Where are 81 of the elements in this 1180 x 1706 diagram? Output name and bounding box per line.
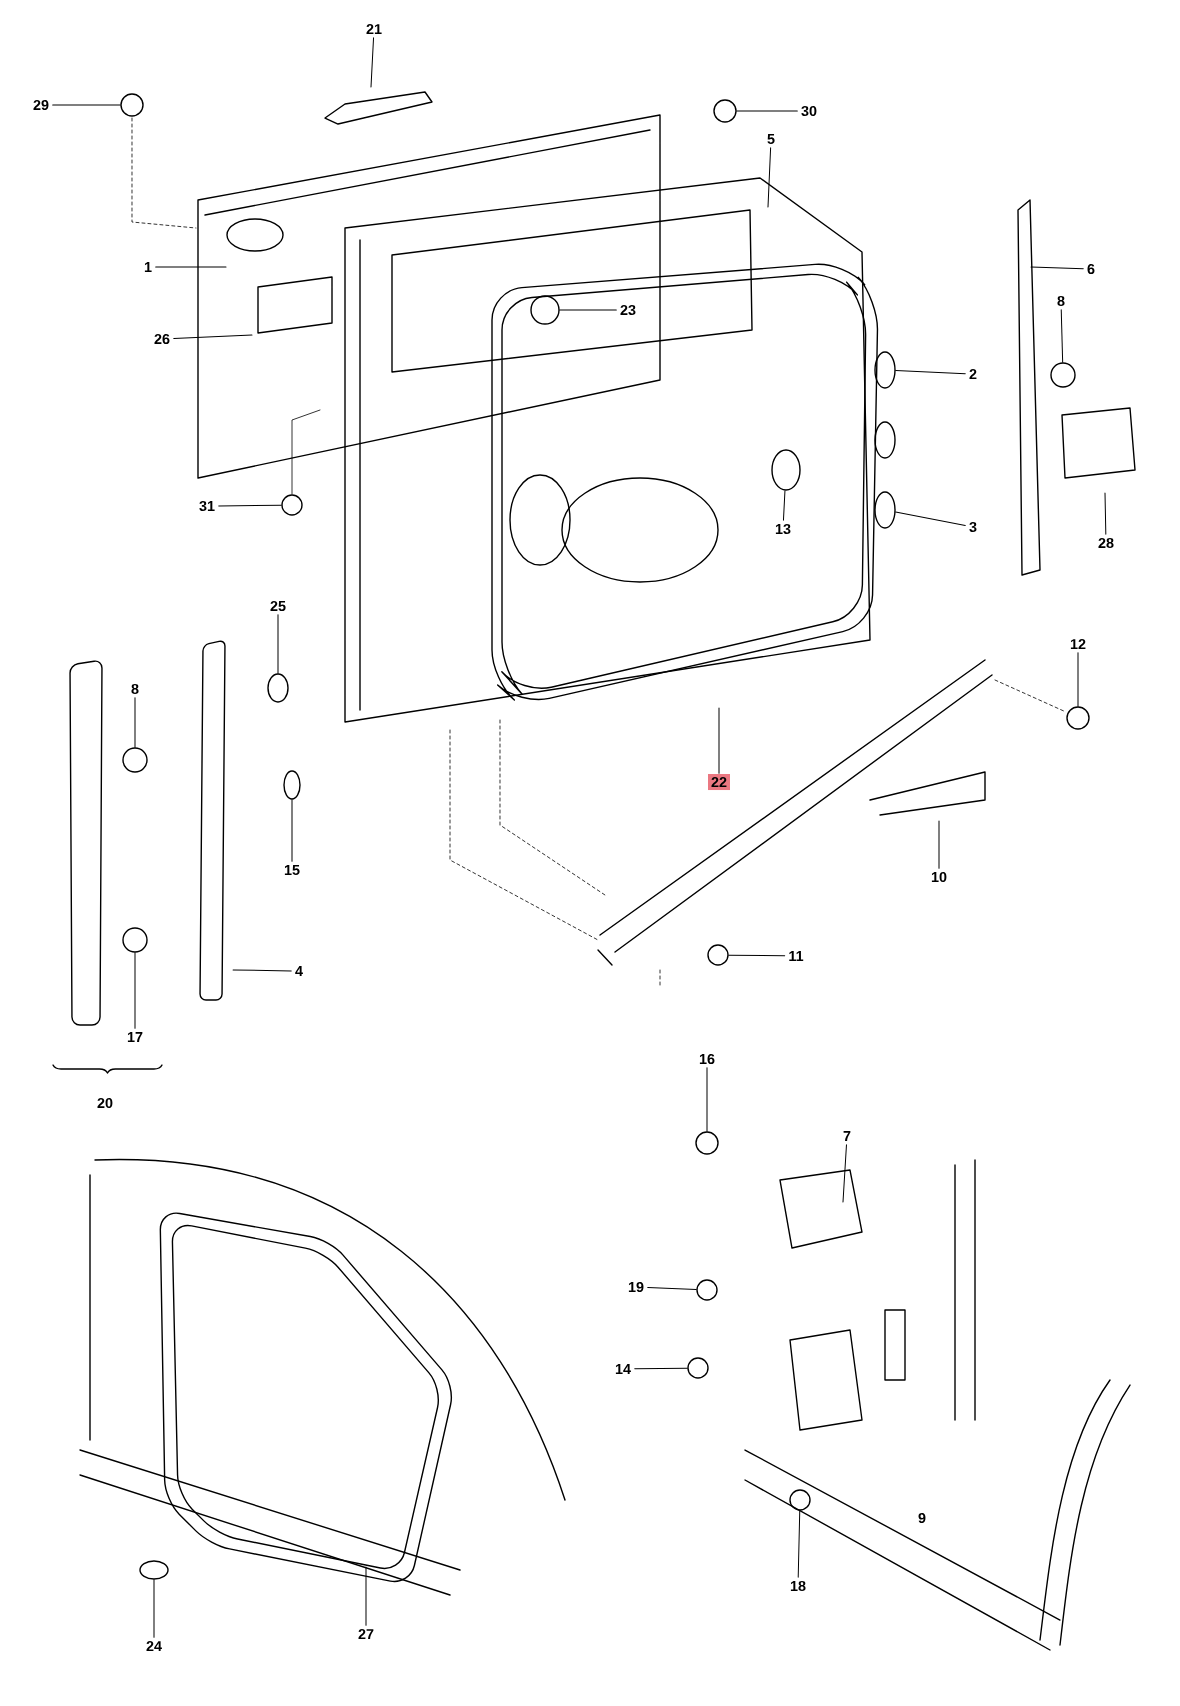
callout-number: 21 [366, 24, 382, 35]
leader-line [173, 334, 253, 339]
fastener-icon [1066, 706, 1090, 730]
callout-number: 9 [918, 1512, 926, 1524]
callout-number: 4 [295, 966, 303, 976]
leader-line [1077, 652, 1079, 707]
callout-number: 30 [801, 105, 817, 117]
callout-number: 10 [931, 871, 947, 883]
callout-number: 13 [775, 523, 791, 535]
fastener-icon [139, 1560, 169, 1580]
fastener-icon [695, 1131, 719, 1155]
leader-line [706, 1067, 708, 1132]
leader-line [365, 1566, 367, 1626]
callout-number: 8 [1057, 295, 1065, 307]
leader-line [736, 110, 798, 112]
leader-line [938, 820, 940, 869]
callout-number: 11 [789, 951, 804, 961]
callout-number: 19 [628, 1281, 644, 1293]
callout-number: 27 [358, 1629, 374, 1640]
fastener-icon [707, 944, 729, 966]
leader-line [1060, 309, 1064, 363]
leader-line [153, 1579, 155, 1638]
leader-line [218, 504, 282, 507]
leader-line [232, 969, 292, 972]
leader-line [1030, 266, 1084, 270]
leader-line [155, 266, 227, 268]
callout-number: 26 [154, 333, 170, 345]
leader-line [1104, 492, 1107, 535]
leader-line [797, 1510, 801, 1578]
callout-number: 24 [146, 1641, 162, 1652]
callout-number: 7 [843, 1131, 851, 1141]
leader-line [134, 697, 136, 748]
fastener-icon [1050, 362, 1076, 388]
leader-line [728, 954, 786, 957]
fastener-icon [874, 351, 896, 389]
callout-number: 17 [127, 1032, 143, 1042]
leader-line [370, 37, 375, 88]
callout-number: 18 [790, 1580, 806, 1592]
callout-number: 1 [144, 262, 152, 272]
callout-number: 29 [33, 99, 49, 111]
callout-number: 3 [969, 521, 977, 533]
leader-line [842, 1144, 847, 1203]
callout-number: 22 [708, 774, 730, 791]
fastener-icon [687, 1357, 709, 1379]
leader-line [767, 147, 772, 208]
fastener-icon [267, 673, 289, 703]
callout-number: 2 [969, 369, 977, 380]
fastener-icon [120, 93, 144, 117]
callout-number: 31 [199, 500, 215, 512]
leader-line [559, 309, 617, 311]
leader-line [291, 799, 293, 862]
fastener-icon [281, 494, 303, 516]
leader-line [718, 707, 720, 774]
fastener-icon [122, 747, 148, 773]
leader-line [895, 511, 966, 526]
callout-number: 8 [131, 683, 139, 695]
callout-number: 23 [620, 304, 636, 316]
fastener-icon [789, 1489, 811, 1511]
callout-number: 28 [1098, 537, 1114, 549]
leader-line [277, 614, 279, 674]
fastener-icon [771, 449, 801, 491]
leader-line [782, 490, 786, 521]
fastener-icon [530, 295, 560, 325]
leader-line [134, 952, 136, 1029]
fastener-icon [122, 927, 148, 953]
callout-number: 12 [1070, 639, 1086, 650]
callout-number: 15 [284, 865, 300, 876]
fastener-icon [874, 491, 896, 529]
leader-line [634, 1367, 688, 1370]
leader-line [895, 370, 966, 375]
leader-line [647, 1287, 697, 1291]
callout-number: 25 [270, 600, 286, 612]
leader-line [52, 104, 121, 106]
callout-number: 14 [615, 1364, 631, 1374]
callout-number: 16 [699, 1053, 715, 1065]
fastener-icon [283, 770, 301, 800]
callout-number: 5 [767, 134, 775, 145]
fastener-icon [713, 99, 737, 123]
callout-number: 20 [97, 1097, 113, 1109]
fastener-icon [696, 1279, 718, 1301]
callout-number: 6 [1087, 263, 1095, 275]
